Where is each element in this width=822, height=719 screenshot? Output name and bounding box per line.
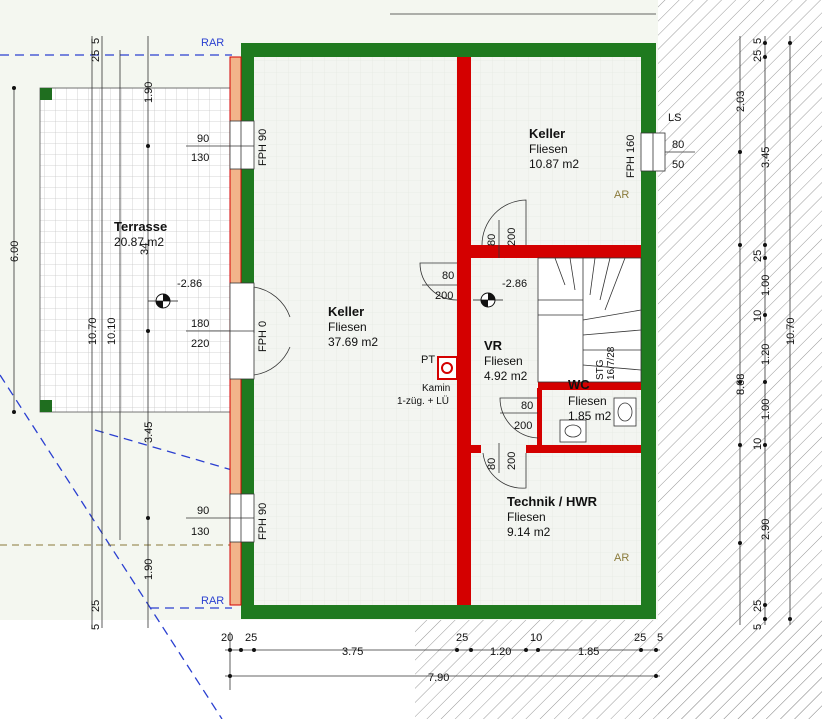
dim-r-1070: 10.70	[785, 317, 797, 345]
dim-l-25: 25	[90, 50, 102, 62]
level-markers	[148, 292, 503, 309]
dim-b-375: 3.75	[342, 646, 363, 658]
room-terrasse-area: 20.87 m2	[114, 235, 164, 249]
win-right-w: 80	[672, 139, 684, 151]
property-line	[0, 54, 233, 719]
pt-label: PT	[421, 354, 435, 366]
dim-r-290: 2.90	[760, 519, 772, 540]
rar-label-bottom: RAR	[201, 595, 224, 607]
dim-b-25b: 25	[456, 632, 468, 644]
room-technik-name: Technik / HWR	[507, 494, 598, 509]
dim-b-120: 1.20	[490, 646, 511, 658]
dim-b-20: 20	[221, 632, 233, 644]
dim-r-25b: 25	[752, 250, 764, 262]
door-swings	[253, 199, 539, 489]
dim-b-25a: 25	[245, 632, 257, 644]
ls-label: LS	[668, 112, 681, 124]
dim-l-345: 3.45	[143, 422, 155, 443]
room-keller-main-name: Keller	[328, 304, 364, 319]
door-mid-w: 180	[191, 318, 209, 330]
dim-b-5: 5	[657, 632, 663, 644]
level-terrace: -2.86	[177, 278, 202, 290]
fph-top: FPH 90	[257, 129, 269, 166]
door-technik-h: 200	[506, 452, 518, 470]
terrace	[39, 87, 233, 413]
dim-l-190a: 1.90	[143, 82, 155, 103]
kamin-label: Kamin	[422, 383, 450, 394]
kamin-note: 1-züg. + LÜ	[397, 395, 449, 407]
room-wc-name: WC	[568, 377, 590, 392]
room-keller-main-floor: Fliesen	[328, 320, 367, 334]
fph-right: FPH 160	[625, 135, 637, 178]
wc-fixtures	[559, 397, 637, 443]
chimney	[437, 356, 458, 380]
room-keller-right-floor: Fliesen	[529, 142, 568, 156]
dim-r-25a: 25	[752, 50, 764, 62]
door-vr-h: 200	[435, 290, 453, 302]
room-vr-name: VR	[484, 338, 503, 353]
ar-label-bottom: AR	[614, 552, 629, 564]
dim-r-10a: 10	[752, 310, 764, 322]
dim-r-120: 1.20	[760, 344, 772, 365]
dim-l-5b: 5	[90, 624, 102, 630]
dim-r-203: 2.03	[735, 91, 747, 112]
dim-r-100b: 1.00	[760, 399, 772, 420]
dim-l-1070: 10.70	[87, 317, 99, 345]
ar-label-top: AR	[614, 189, 629, 201]
staircase	[537, 257, 642, 383]
room-wc-floor: Fliesen	[568, 394, 607, 408]
soil-hatch-bottom	[415, 620, 822, 719]
dim-b-10: 10	[530, 632, 542, 644]
stg-label: STG	[595, 359, 606, 380]
dim-r-10b: 10	[752, 438, 764, 450]
room-vr-floor: Fliesen	[484, 354, 523, 368]
dim-b-185: 1.85	[578, 646, 599, 658]
door-keller-w: 80	[486, 234, 498, 246]
dim-r-5c: 5	[752, 624, 764, 630]
room-vr-area: 4.92 m2	[484, 369, 528, 383]
door-technik-w: 80	[486, 458, 498, 470]
door-wc-h: 200	[514, 420, 532, 432]
win-top-h: 130	[191, 152, 209, 164]
win-bot-w: 90	[197, 505, 209, 517]
dim-r-868: 8.68	[735, 374, 747, 395]
fph-bottom: FPH 90	[257, 503, 269, 540]
dim-ticks	[12, 41, 792, 678]
stg-value: 16/7/28	[606, 346, 617, 380]
fph-mid: FPH 0	[257, 321, 269, 352]
room-keller-main-area: 37.69 m2	[328, 335, 378, 349]
dim-l-34: 34	[139, 243, 151, 255]
dim-l-600: 6.00	[9, 241, 21, 262]
room-wc-area: 1.85 m2	[568, 409, 612, 423]
win-top-w: 90	[197, 133, 209, 145]
dim-r-345: 3.45	[760, 147, 772, 168]
win-right-h: 50	[672, 159, 684, 171]
dim-l-190b: 1.90	[143, 559, 155, 580]
dim-l-1010: 10.10	[106, 317, 118, 345]
win-bot-h: 130	[191, 526, 209, 538]
dim-b-25c: 25	[634, 632, 646, 644]
room-technik-area: 9.14 m2	[507, 525, 551, 539]
dim-r-5a: 5	[752, 38, 764, 44]
rar-label-top: RAR	[201, 37, 224, 49]
room-technik-floor: Fliesen	[507, 510, 546, 524]
door-keller-h: 200	[506, 228, 518, 246]
dim-r-100a: 1.00	[760, 275, 772, 296]
dim-b-total: 7.90	[428, 672, 449, 684]
room-terrasse-name: Terrasse	[114, 219, 167, 234]
dim-l-25b: 25	[90, 600, 102, 612]
room-keller-right-area: 10.87 m2	[529, 157, 579, 171]
dim-lines-outer	[225, 36, 791, 677]
door-mid-h: 220	[191, 338, 209, 350]
door-wc-w: 80	[521, 400, 533, 412]
dim-l-5: 5	[90, 38, 102, 44]
level-vr: -2.86	[502, 278, 527, 290]
room-keller-right-name: Keller	[529, 126, 565, 141]
dim-r-25c: 25	[752, 600, 764, 612]
door-vr-w: 80	[442, 270, 454, 282]
